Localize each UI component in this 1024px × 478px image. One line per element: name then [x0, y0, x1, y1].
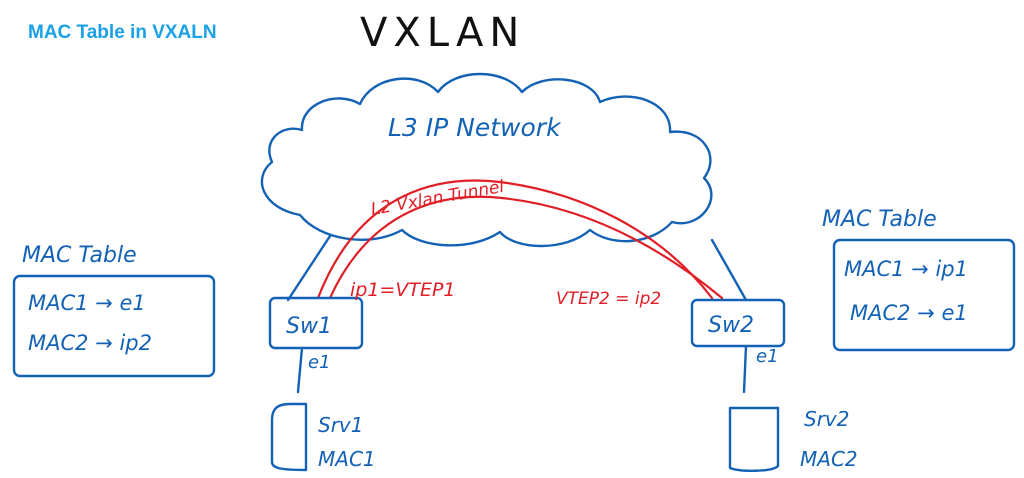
left-table-title: MAC Table [22, 243, 137, 268]
tunnel-arc-outer [316, 179, 714, 300]
srv1-icon [270, 402, 308, 472]
srv2-mac: MAC2 [800, 447, 858, 471]
sw2-box [690, 298, 786, 348]
right-table-title: MAC Table [822, 207, 937, 232]
sw2-port: e1 [756, 346, 779, 367]
srv2-icon [728, 406, 780, 472]
sw1-name: Sw1 [286, 314, 332, 339]
right-table-row: MAC2 → e1 [850, 301, 968, 325]
tunnel-label: L2 Vxlan Tunnel [369, 177, 506, 220]
page-title: MAC Table in VXALN [28, 22, 217, 43]
right-mac-table [832, 238, 1016, 352]
l3-network-cloud [260, 72, 713, 248]
sw1-uplink [286, 234, 332, 302]
sw1-vtep-label: ip1=VTEP1 [350, 279, 456, 301]
left-mac-table [12, 274, 216, 378]
srv1-mac: MAC1 [318, 447, 376, 471]
sw1-box [268, 296, 364, 350]
sw2-downlink [742, 344, 748, 394]
sw2-name: Sw2 [708, 313, 754, 338]
sw1-port: e1 [308, 352, 331, 373]
sw1-downlink [296, 346, 304, 394]
sw2-vtep-label: VTEP2 = ip2 [556, 289, 661, 309]
right-table-row: MAC1 → ip1 [844, 257, 968, 281]
srv2-name: Srv2 [804, 407, 849, 431]
diagram-heading: VXLAN [360, 10, 525, 56]
left-table-row: MAC1 → e1 [28, 291, 146, 315]
cloud-label: L3 IP Network [388, 113, 562, 142]
left-table-row: MAC2 → ip2 [28, 331, 152, 355]
srv1-name: Srv1 [318, 413, 363, 437]
sw2-uplink [710, 238, 748, 302]
tunnel-arc-inner [328, 195, 724, 300]
